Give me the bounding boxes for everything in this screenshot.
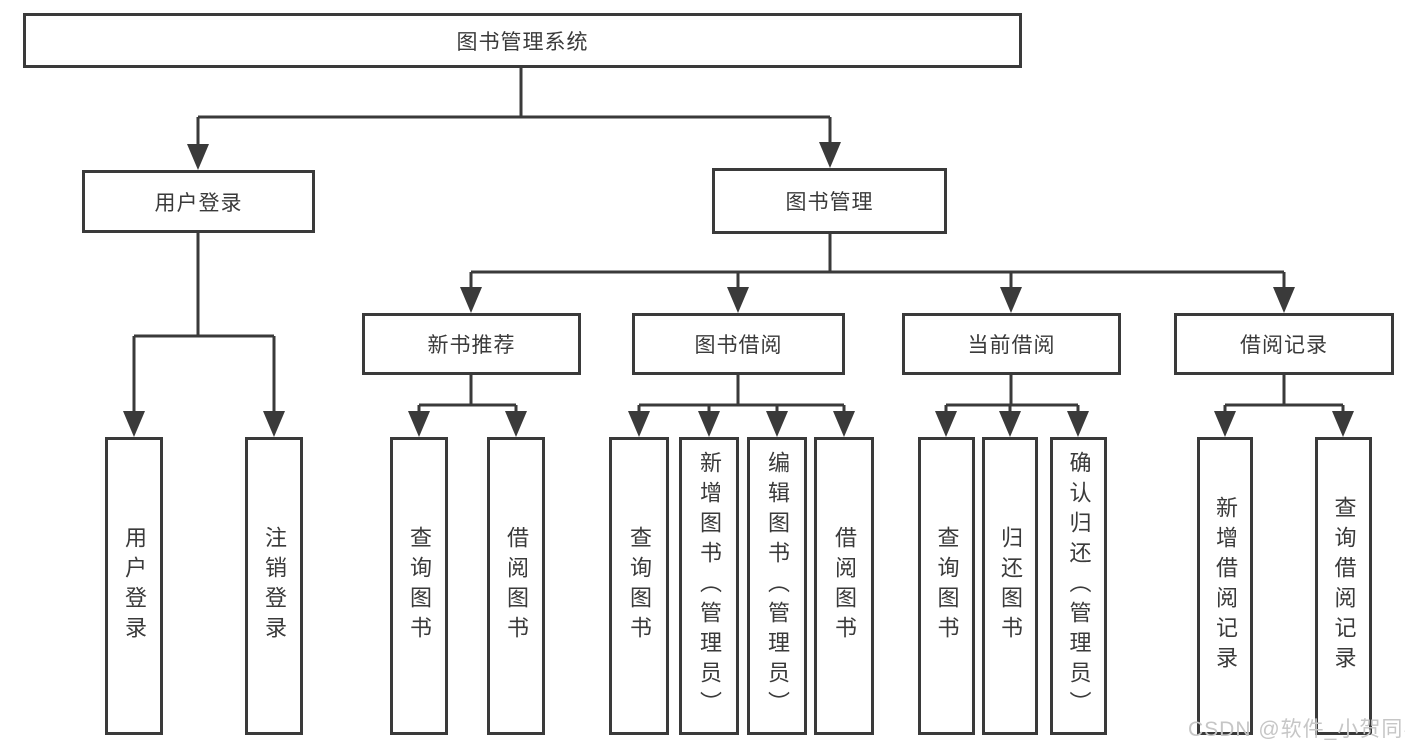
- node-label: 用户登录: [154, 191, 243, 215]
- node-user-login-branch: 用户登录: [82, 170, 315, 233]
- leaf-label: 查询图书: [627, 526, 652, 646]
- leaf-label: 查询借阅记录: [1331, 496, 1357, 676]
- connector-user-login-leaves: [132, 233, 276, 421]
- leaf-label: 编辑图书（管理员）: [765, 451, 790, 721]
- leaf-query-books-borrowing: 查询图书: [609, 437, 669, 735]
- node-new-book-recommend: 新书推荐: [362, 313, 581, 375]
- leaf-label: 查询图书: [934, 526, 960, 646]
- leaf-borrow-books: 借阅图书: [814, 437, 874, 735]
- arrowheads: [123, 142, 1354, 437]
- node-label: 图书管理: [785, 191, 874, 214]
- leaf-label: 归还图书: [998, 526, 1023, 646]
- leaf-borrow-books-recommend: 借阅图书: [487, 437, 545, 735]
- connector-new-book-leaves: [417, 375, 518, 421]
- leaf-user-login: 用户登录: [105, 437, 163, 735]
- leaf-return-books: 归还图书: [982, 437, 1038, 735]
- node-book-management-branch: 图书管理: [712, 168, 947, 234]
- watermark: CSDN @软件_小贺同学: [1188, 718, 1405, 741]
- connector-root-to-level2: [196, 68, 832, 154]
- leaf-label: 新增图书（管理员）: [697, 451, 722, 721]
- leaf-logout: 注销登录: [245, 437, 303, 735]
- node-borrowing-records: 借阅记录: [1174, 313, 1394, 375]
- leaf-label: 新增借阅记录: [1213, 496, 1238, 676]
- leaf-confirm-return-admin: 确认归还（管理员）: [1050, 437, 1107, 735]
- connector-borrowing-records-leaves: [1223, 375, 1345, 421]
- node-book-borrowing: 图书借阅: [632, 313, 845, 375]
- node-label: 图书借阅: [694, 334, 783, 357]
- node-library-management-system: 图书管理系统: [23, 13, 1022, 68]
- node-label: 借阅记录: [1240, 334, 1328, 357]
- leaf-query-books-current: 查询图书: [918, 437, 975, 735]
- leaf-label: 借阅图书: [832, 526, 857, 646]
- node-label: 图书管理系统: [456, 30, 589, 54]
- leaf-add-books-admin: 新增图书（管理员）: [679, 437, 739, 735]
- leaf-label: 注销登录: [262, 526, 287, 646]
- node-label: 当前借阅: [967, 334, 1056, 357]
- connector-book-borrowing-leaves: [637, 375, 846, 421]
- node-label: 新书推荐: [427, 334, 516, 357]
- leaf-label: 确认归还（管理员）: [1066, 451, 1092, 721]
- leaf-edit-books-admin: 编辑图书（管理员）: [747, 437, 807, 735]
- leaf-label: 查询图书: [407, 526, 432, 646]
- leaf-label: 用户登录: [122, 526, 147, 646]
- node-current-borrowing: 当前借阅: [902, 313, 1121, 375]
- connector-book-management-level3: [469, 234, 1286, 297]
- leaf-add-borrow-record: 新增借阅记录: [1197, 437, 1253, 735]
- leaf-query-books-recommend: 查询图书: [390, 437, 448, 735]
- leaf-label: 借阅图书: [504, 526, 529, 646]
- leaf-query-borrow-record: 查询借阅记录: [1315, 437, 1372, 735]
